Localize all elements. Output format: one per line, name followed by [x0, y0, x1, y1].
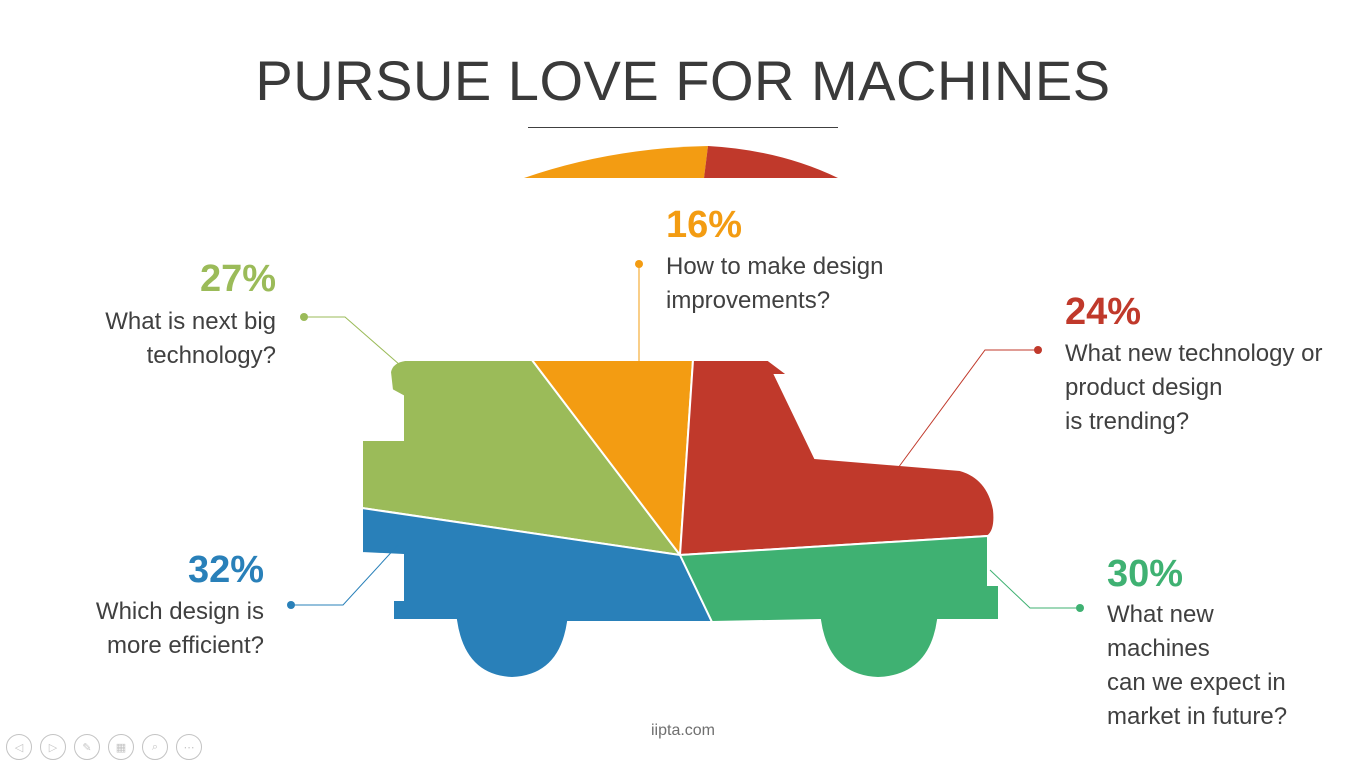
segment-green — [678, 534, 1000, 680]
ellipsis-icon[interactable]: ⋯ — [176, 734, 202, 760]
connector-green — [989, 569, 1084, 612]
percent-label-30: 30% — [1107, 553, 1184, 595]
arrow-left-icon[interactable]: ◁ — [6, 734, 32, 760]
percent-label-24: 24% — [1065, 291, 1142, 333]
description-label-16: How to make design improvements? — [666, 253, 884, 314]
description-label-30: What new machines can we expect in marke… — [1107, 601, 1288, 730]
connector-blue — [287, 544, 399, 609]
canopy-orange-segment — [524, 146, 708, 178]
presentation-controls: ◁ ▷ ✎ ▦ ⌕ ⋯ — [6, 734, 202, 760]
percent-label-16: 16% — [666, 204, 743, 246]
description-label-32: Which design is more efficient? — [95, 598, 264, 659]
title-underline — [528, 127, 838, 128]
grid-icon[interactable]: ▦ — [108, 734, 134, 760]
description-label-27: What is next big technology? — [105, 308, 276, 369]
canopy-red-segment — [704, 146, 838, 178]
connector-orange — [635, 260, 643, 362]
segment-blue — [361, 506, 714, 680]
segment-red — [678, 359, 996, 557]
description-label-24: What new technology or product design is… — [1065, 340, 1323, 435]
connector-green-light — [300, 313, 401, 366]
arrow-right-icon[interactable]: ▷ — [40, 734, 66, 760]
percent-label-32: 32% — [187, 549, 264, 591]
pen-icon[interactable]: ✎ — [74, 734, 100, 760]
percent-label-27: 27% — [199, 258, 276, 300]
connector-red — [897, 346, 1042, 469]
magnifier-icon[interactable]: ⌕ — [142, 734, 168, 760]
page-title: PURSUE LOVE FOR MACHINES — [255, 49, 1111, 112]
footer-credit: iipta.com — [650, 722, 716, 739]
